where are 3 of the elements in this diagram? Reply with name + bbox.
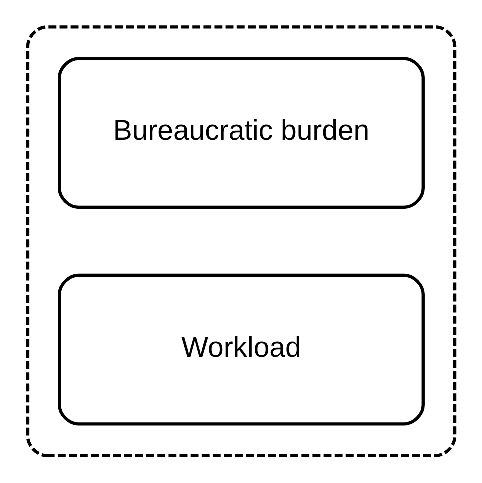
cluster [26, 26, 456, 458]
node-box: Workload [58, 274, 424, 426]
node-box: Bureaucratic burden [58, 57, 424, 210]
